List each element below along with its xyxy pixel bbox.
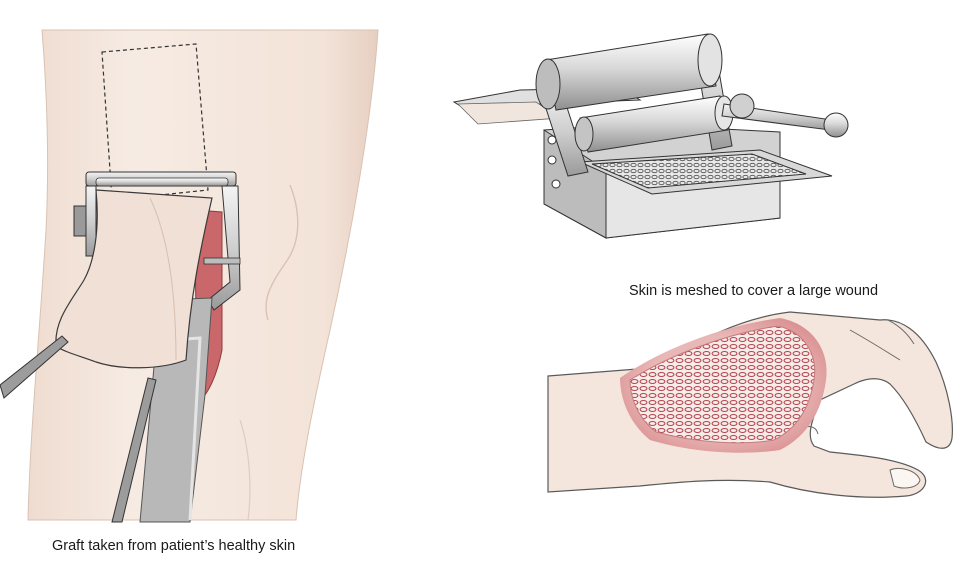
hand-with-mesh-graft	[547, 311, 953, 498]
leg-dermatome-scene	[0, 29, 379, 523]
forceps-right	[111, 377, 157, 523]
crank-handle	[721, 93, 849, 138]
graft-caption: Graft taken from patient’s healthy skin	[52, 538, 296, 554]
forceps-left	[0, 335, 69, 399]
mesh-carrier-grid	[591, 153, 807, 189]
meshed-skin-graft	[629, 325, 816, 444]
top-roller	[535, 33, 723, 111]
knee-contour	[265, 184, 299, 321]
mesh-caption: Skin is meshed to cover a large wound	[629, 283, 879, 299]
skin-mesher	[452, 33, 849, 239]
donor-site-outline	[101, 43, 209, 201]
harvested-graft	[55, 189, 213, 369]
